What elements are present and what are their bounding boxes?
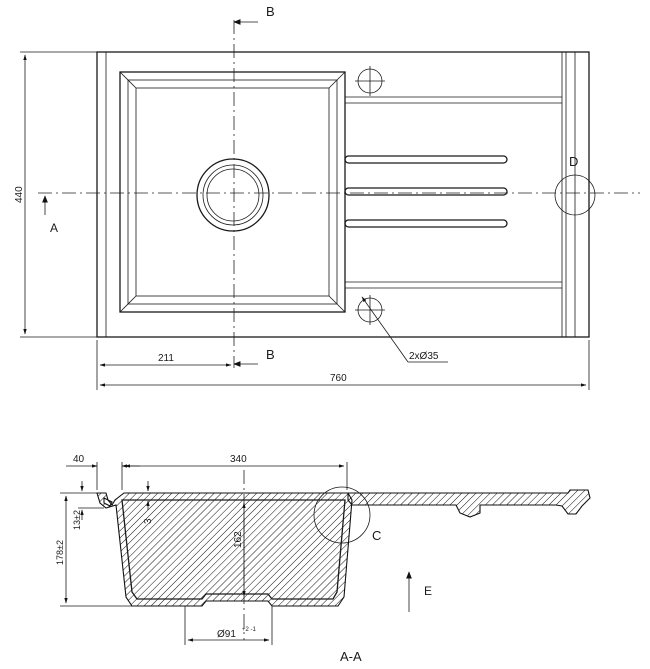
dim-drain: Ø91 [217,629,236,640]
sink-outline [96,51,590,338]
section-b-label-bottom: B [266,347,275,362]
dim-drain-tol: +2 -1 [242,627,257,633]
section-view: C 40 340 178±2 13±2 3 162 Ø91 +2 -1 [55,454,591,664]
drain-groove-1 [344,155,508,164]
bowl-outer [119,71,346,313]
drainboard-section [347,489,591,518]
drain-outer [196,158,270,232]
dim-3: 3 [143,518,154,524]
drain-groove-2 [344,187,508,196]
section-title: A-A [340,649,362,664]
bowl-section-profile [96,492,353,607]
view-a-label: A [50,221,58,235]
detail-c-circle [313,486,371,544]
dim-178: 178±2 [55,540,65,565]
drain-groove-3 [344,219,508,228]
bowl-inner [135,87,330,297]
holes-callout: 2xØ35 [409,351,439,362]
drain-ring [202,164,264,226]
view-e-label: E [424,584,432,598]
dim-13: 13±2 [72,510,82,530]
dim-162: 162 [233,531,244,548]
detail-c-label: C [372,528,381,543]
dim-211: 211 [158,353,174,364]
dim-760: 760 [330,373,347,384]
drain-inner [206,168,260,222]
dim-40: 40 [73,454,85,465]
detail-d-label: D [569,154,578,169]
plan-view: D B B A 440 211 760 2xØ35 [14,4,640,390]
detail-d-circle [554,174,596,216]
dim-440: 440 [14,186,25,203]
dim-340: 340 [230,454,247,465]
bowl-rim [127,79,338,305]
section-b-label-top: B [266,4,275,19]
